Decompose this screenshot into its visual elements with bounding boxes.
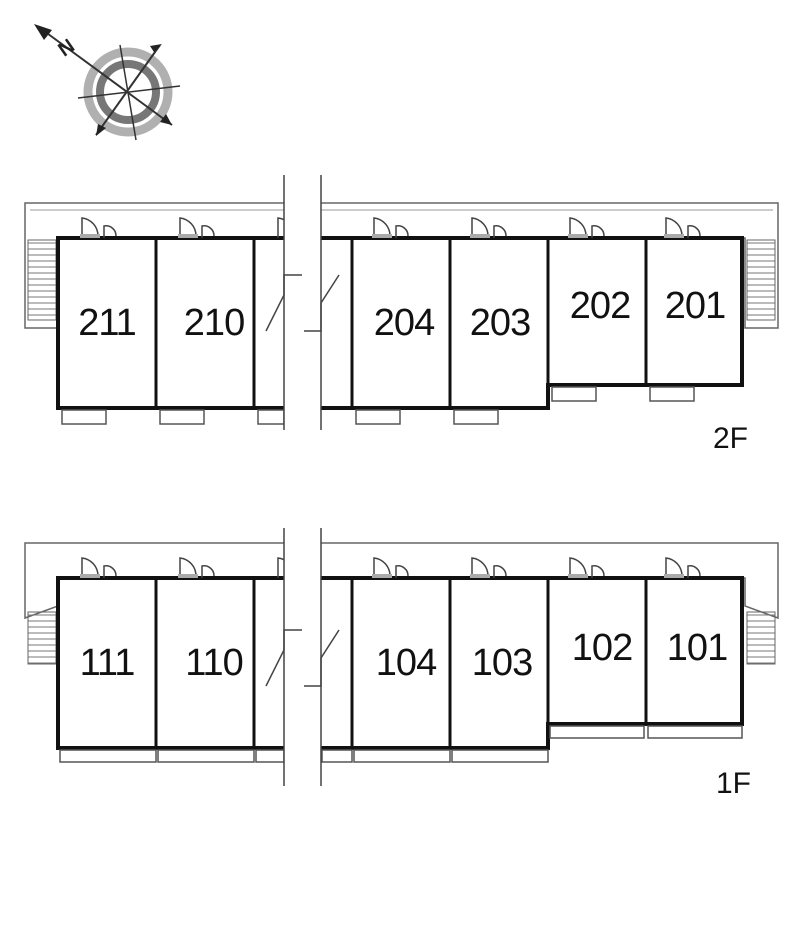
unit-label: 210 [184, 302, 244, 344]
staircase-left [27, 239, 57, 321]
floor-label-1f: 1F [716, 767, 751, 800]
unit-label: 104 [376, 642, 437, 684]
unit-label: 204 [374, 302, 435, 344]
floor-2f-plan [24, 202, 779, 425]
floor-label-2f: 2F [713, 422, 748, 455]
omission-break-1f [265, 528, 340, 786]
omission-break-2f [265, 175, 340, 430]
unit-label: 211 [78, 302, 136, 344]
staircase-right [746, 239, 776, 321]
compass-rose-icon: N [34, 24, 181, 141]
compass-north-label: N [54, 35, 78, 61]
unit-label: 111 [80, 642, 135, 684]
unit-label: 110 [185, 642, 243, 684]
unit-label: 203 [470, 302, 530, 344]
unit-label: 101 [667, 627, 727, 669]
entry-steps-right [746, 611, 776, 665]
entry-steps-left [27, 611, 57, 665]
unit-label: 202 [570, 285, 630, 327]
unit-label: 102 [572, 627, 632, 669]
unit-labels-2f: 211 210 204 203 202 201 [78, 285, 726, 344]
unit-labels-1f: 111 110 104 103 102 101 [80, 627, 729, 684]
unit-label: 103 [472, 642, 532, 684]
unit-label: 201 [665, 285, 725, 327]
floor-1f-plan [24, 542, 779, 763]
